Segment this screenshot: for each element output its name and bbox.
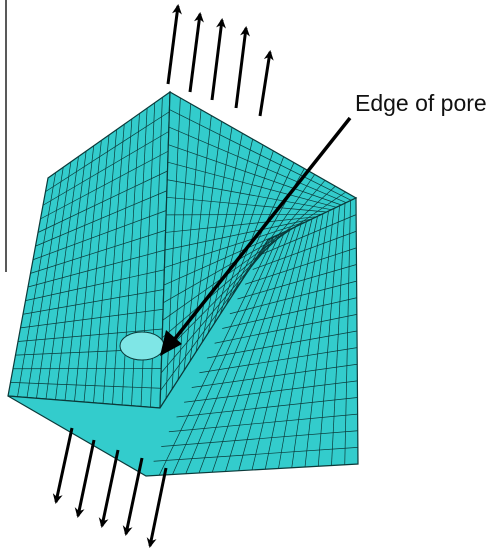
right-face-mesh-line <box>184 380 358 403</box>
right-face-mesh-line <box>291 211 329 468</box>
left-face-mesh-line <box>93 129 117 403</box>
right-face-mesh-line <box>153 447 358 462</box>
left-face-mesh-line <box>102 124 125 404</box>
top-face-mesh-line <box>160 235 279 374</box>
left-face-mesh-line <box>10 382 161 389</box>
right-face-mesh-line <box>168 413 358 433</box>
arrow-down-icon <box>74 439 96 518</box>
right-face-mesh-line <box>317 205 340 467</box>
arrow-up-icon <box>210 18 226 101</box>
mesh-grid <box>10 97 358 476</box>
right-face-mesh-line <box>278 213 324 469</box>
arrow-down-icon <box>122 457 144 536</box>
right-face-mesh-line <box>331 203 346 466</box>
meshed-cube <box>7 90 359 477</box>
right-face-mesh-line <box>161 430 358 447</box>
arrow-up-icon <box>258 50 274 117</box>
right-face-mesh-line <box>206 330 358 359</box>
top-face-mesh-line <box>261 191 346 250</box>
arrow-down-icon <box>98 449 120 528</box>
tension-arrows-top <box>166 4 274 117</box>
arrow-up-icon <box>166 4 182 85</box>
arrow-down-icon <box>52 427 74 504</box>
edge-of-pore-label: Edge of pore <box>355 90 487 116</box>
arrow-up-icon <box>234 26 250 109</box>
right-face-mesh-line <box>264 216 318 470</box>
left-face-mesh-line <box>121 113 140 406</box>
left-face-mesh-line <box>22 289 164 315</box>
left-face-mesh-line <box>20 308 164 329</box>
right-face-mesh-line <box>344 200 351 465</box>
right-face-mesh-line <box>191 363 358 388</box>
left-face-mesh-line <box>112 118 133 405</box>
arrow-up-icon <box>188 12 204 93</box>
right-face-mesh-line <box>199 347 358 374</box>
pore-edge <box>119 331 165 361</box>
pointer-arrowhead-icon <box>160 330 182 356</box>
top-face-mesh-line <box>160 237 274 391</box>
left-face-mesh-line <box>17 328 163 342</box>
arrow-down-icon <box>146 467 168 548</box>
left-face-mesh-line <box>27 249 166 288</box>
cube-face-right <box>7 197 359 477</box>
right-face-mesh-line <box>176 397 358 418</box>
right-face-mesh-line <box>304 208 335 468</box>
tension-arrows-bottom <box>52 427 168 548</box>
edge-of-pore-pointer <box>164 116 352 352</box>
left-face-mesh-line <box>25 269 165 301</box>
